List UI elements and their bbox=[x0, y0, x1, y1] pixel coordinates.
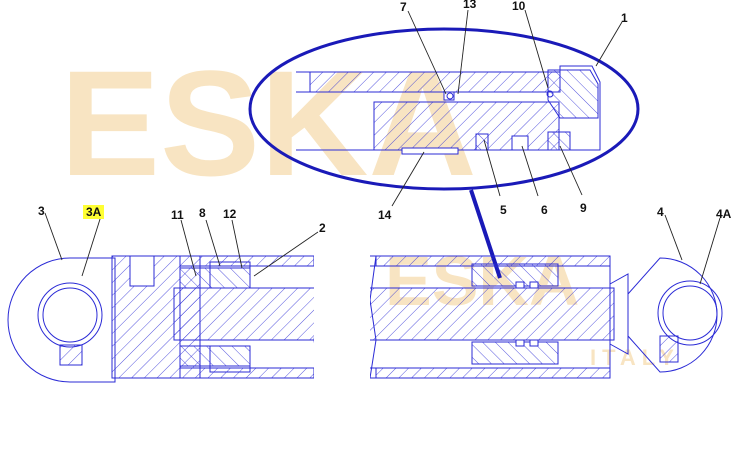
callout-3a: 3A bbox=[83, 205, 105, 219]
callout-6: 6 bbox=[541, 203, 548, 217]
detail-view bbox=[248, 27, 640, 191]
cylinder-assembly bbox=[7, 254, 723, 383]
callout-10: 10 bbox=[512, 0, 526, 13]
callout-1: 1 bbox=[621, 11, 628, 25]
rod-bushing-inner bbox=[662, 285, 718, 341]
rear-bushing-outer bbox=[37, 282, 103, 348]
callout-14: 14 bbox=[378, 208, 392, 222]
rear-bushing-inner bbox=[42, 287, 98, 343]
callout-9: 9 bbox=[580, 201, 587, 215]
callout-13: 13 bbox=[463, 0, 477, 11]
callout-7: 7 bbox=[400, 0, 407, 14]
leader-lines bbox=[44, 9, 721, 285]
callout-2: 2 bbox=[319, 221, 326, 235]
piston-rod bbox=[173, 287, 615, 341]
rear-eye bbox=[7, 257, 116, 383]
callout-4a: 4A bbox=[716, 207, 732, 221]
rod-bushing-outer bbox=[657, 280, 723, 346]
callout-11: 11 bbox=[171, 208, 184, 222]
callout-5: 5 bbox=[500, 203, 507, 217]
detail-ellipse bbox=[248, 27, 640, 191]
callout-8: 8 bbox=[199, 206, 206, 220]
callout-12: 12 bbox=[223, 207, 237, 221]
callout-3: 3 bbox=[38, 204, 45, 218]
callout-4: 4 bbox=[657, 205, 664, 219]
